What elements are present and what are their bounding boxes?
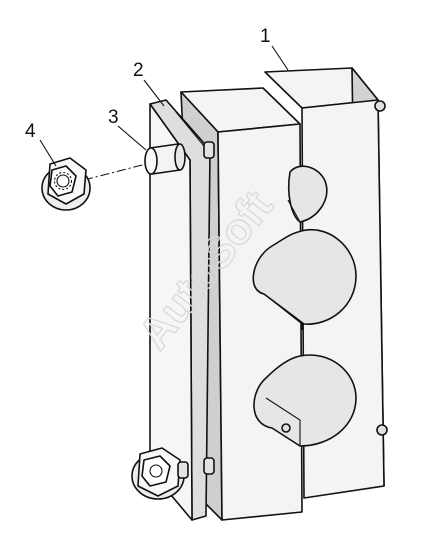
flange-nut — [41, 157, 91, 211]
split-line-small — [287, 199, 301, 223]
nut-bore — [56, 174, 70, 188]
leader-line-4 — [39, 139, 57, 167]
plate-stud-bottom — [203, 457, 215, 475]
upper-large-bore — [252, 229, 357, 325]
leader-line-3 — [117, 125, 147, 151]
callout-1: 1 — [260, 26, 271, 47]
nut-hex-face — [49, 165, 77, 197]
plate-front-face — [149, 103, 193, 521]
plate-thickness-line — [175, 111, 205, 147]
mounted-nut — [131, 447, 189, 500]
stud-root — [174, 143, 186, 171]
leader-line-2 — [143, 79, 165, 107]
retaining-plate — [149, 99, 215, 521]
callout-3: 3 — [108, 107, 119, 128]
mounted-nut-hex-face — [141, 455, 171, 487]
stud-end — [144, 147, 158, 175]
split-line-lower — [265, 397, 301, 446]
rear-bolt-head-top — [374, 100, 386, 112]
plate-stud-top — [203, 141, 215, 159]
front-bolt-head-mid — [281, 423, 291, 433]
rear-bolt-head-bottom — [376, 424, 388, 436]
callout-2: 2 — [133, 60, 144, 81]
leader-line-1 — [271, 45, 289, 71]
assembly-centerline — [83, 163, 147, 181]
mounted-nut-bore — [149, 464, 163, 478]
split-line-upper — [263, 293, 303, 330]
stud-bolt — [144, 143, 186, 175]
nut-thread — [53, 171, 73, 191]
mounted-stud-root — [177, 461, 189, 479]
plate-top-edge — [165, 99, 211, 151]
callout-4: 4 — [25, 121, 36, 142]
